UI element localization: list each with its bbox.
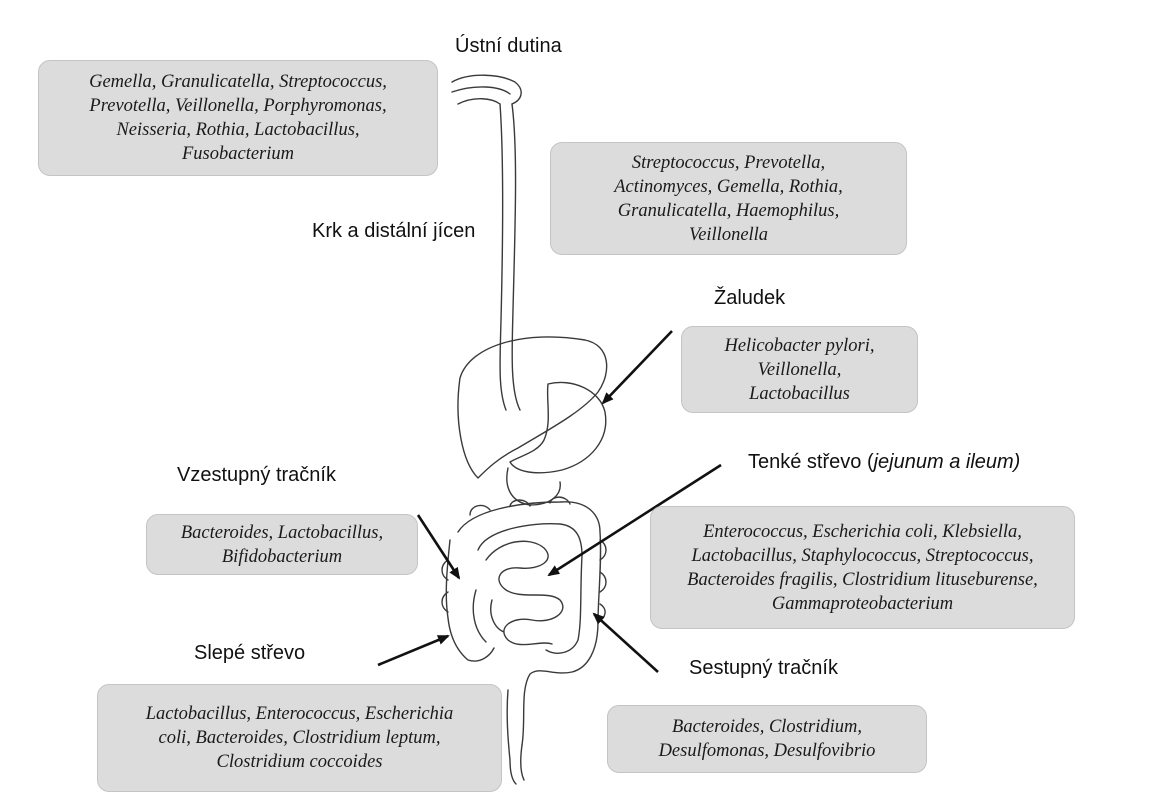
small-intestine-label-italic: jejunum a ileum): [874, 451, 1021, 473]
small-intestine-coils: [473, 541, 563, 644]
bacteria-line: Bifidobacterium: [222, 545, 342, 569]
bacteria-line: Bacteroides fragilis, Clostridium lituse…: [687, 568, 1038, 592]
bacteria-line: Bacteroides, Lactobacillus,: [181, 521, 383, 545]
bacteria-line: Lactobacillus, Enterococcus, Escherichia: [146, 702, 454, 726]
stomach-label: Žaludek: [714, 287, 785, 310]
bacteria-line: Actinomyces, Gemella, Rothia,: [614, 175, 843, 199]
bacteria-line: Streptococcus, Prevotella,: [632, 151, 825, 175]
cecum-bacteria-box: Lactobacillus, Enterococcus, Escherichia…: [97, 684, 502, 792]
bacteria-line: Veillonella,: [758, 358, 842, 382]
bacteria-line: Enterococcus, Escherichia coli, Klebsiel…: [703, 520, 1022, 544]
bacteria-line: Lactobacillus, Staphylococcus, Streptoco…: [691, 544, 1033, 568]
descending-colon-label: Sestupný tračník: [689, 657, 838, 680]
small-intestine-label: Tenké střevo (jejunum a ileum): [748, 451, 1020, 474]
bacteria-line: Fusobacterium: [182, 142, 294, 166]
small-intestine-bacteria-box: Enterococcus, Escherichia coli, Klebsiel…: [650, 506, 1075, 629]
bacteria-line: Helicobacter pylori,: [724, 334, 874, 358]
ascending-colon-label: Vzestupný tračník: [177, 464, 336, 487]
bacteria-line: Desulfomonas, Desulfovibrio: [659, 739, 876, 763]
small-intestine-label-text: Tenké střevo (: [748, 451, 874, 473]
bacteria-line: Neisseria, Rothia, Lactobacillus,: [116, 118, 359, 142]
bacteria-line: Gammaproteobacterium: [772, 592, 953, 616]
pharynx-outline: [452, 75, 521, 104]
ascending-colon-arrow: [418, 515, 459, 578]
ascending-colon-bacteria-box: Bacteroides, Lactobacillus, Bifidobacter…: [146, 514, 418, 575]
bacteria-line: Bacteroides, Clostridium,: [672, 715, 862, 739]
descending-colon-arrow: [594, 614, 658, 672]
cecum-label: Slepé střevo: [194, 642, 305, 665]
esophagus-label: Krk a distální jícen: [312, 220, 475, 243]
bacteria-line: Prevotella, Veillonella, Porphyromonas,: [89, 94, 386, 118]
stomach-arrow: [603, 331, 672, 403]
bacteria-line: Veillonella: [689, 223, 768, 247]
descending-colon-bacteria-box: Bacteroides, Clostridium, Desulfomonas, …: [607, 705, 927, 773]
stomach-outline: [510, 382, 606, 472]
cecum-arrow: [378, 636, 448, 665]
bacteria-line: coli, Bacteroides, Clostridium leptum,: [159, 726, 441, 750]
stomach-bacteria-box: Helicobacter pylori, Veillonella, Lactob…: [681, 326, 918, 413]
esophagus-bacteria-box: Streptococcus, Prevotella, Actinomyces, …: [550, 142, 907, 255]
esophagus-outline: [500, 104, 520, 410]
oral-cavity-label: Ústní dutina: [455, 35, 562, 58]
bacteria-line: Clostridium coccoides: [217, 750, 383, 774]
bacteria-line: Lactobacillus: [749, 382, 850, 406]
bacteria-line: Granulicatella, Haemophilus,: [618, 199, 839, 223]
liver-outline: [458, 337, 607, 478]
oral-bacteria-box: Gemella, Granulicatella, Streptococcus, …: [38, 60, 438, 176]
bacteria-line: Gemella, Granulicatella, Streptococcus,: [89, 70, 387, 94]
rectum-outline: [507, 690, 524, 784]
